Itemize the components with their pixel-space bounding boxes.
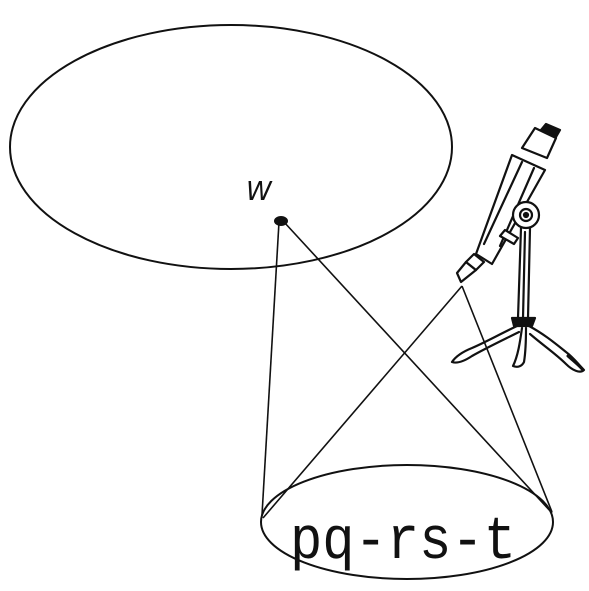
cone-lines	[262, 222, 552, 518]
microscope-icon	[452, 124, 584, 372]
cone-line-right	[284, 222, 552, 513]
large-ellipse	[10, 25, 452, 269]
scope-line-right	[462, 286, 552, 512]
point-w-label: W	[246, 177, 273, 207]
scope-line-left	[263, 286, 462, 518]
cone-line-left	[262, 222, 279, 515]
cone-label: pq-rs-t	[290, 509, 516, 577]
